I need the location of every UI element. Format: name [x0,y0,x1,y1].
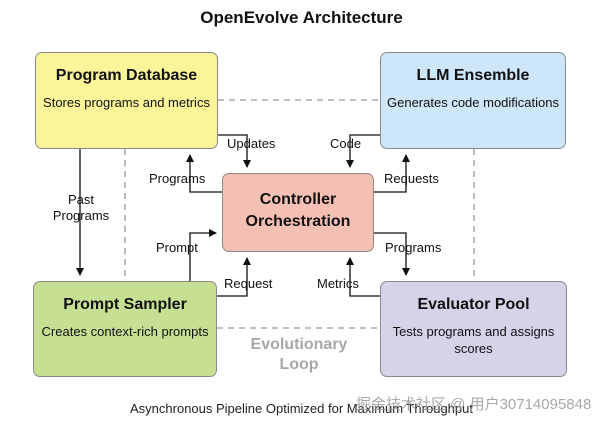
footer-caption: Asynchronous Pipeline Optimized for Maxi… [130,401,473,416]
evaluator-pool-title: Evaluator Pool [417,296,530,313]
edge-label-metrics: Metrics [317,276,359,291]
edge-label-code: Code [330,136,362,151]
llm-ensemble-desc: Generates code modifications [387,95,559,110]
evaluator-pool-box: Evaluator Pool Tests programs and assign… [380,281,567,377]
edge-label-request: Request [224,276,273,291]
diagram-title: OpenEvolve Architecture [200,8,403,27]
controller-box: Controller Orchestration [222,173,374,252]
watermark: 掘金技术社区 @ 用户30714095848 [356,396,592,413]
program-database-desc: Stores programs and metrics [43,95,210,110]
program-database-title: Program Database [55,67,198,84]
metrics-arrow [346,257,380,297]
requests-arrow [374,154,410,193]
edge-label-prompt: Prompt [156,240,198,255]
evolutionary-loop-label: Evolutionary Loop [250,336,348,373]
llm-ensemble-box: LLM Ensemble Generates code modification… [380,52,566,149]
updates-arrow [218,134,251,168]
programs-to-db-arrow [186,154,222,193]
evolutionary-loop-outline [124,99,475,329]
prompt-arrow [189,229,217,281]
edge-label-programs-eval: Programs [385,240,442,255]
edge-label-updates: Updates [227,136,276,151]
programs-to-eval-arrow [374,232,410,276]
prompt-sampler-desc: Creates context-rich prompts [41,324,209,339]
edge-label-past-programs: Past Programs [52,192,110,223]
prompt-sampler-box: Prompt Sampler Creates context-rich prom… [33,281,217,377]
evaluator-pool-desc: Tests programs and assigns scores [392,324,555,356]
prompt-sampler-title: Prompt Sampler [63,296,187,313]
request-arrow [217,257,251,297]
program-database-box: Program Database Stores programs and met… [35,52,218,149]
controller-title: Controller Orchestration [245,191,351,230]
edge-label-programs-db: Programs [149,171,206,186]
edge-label-requests: Requests [384,171,439,186]
llm-ensemble-title: LLM Ensemble [416,67,530,84]
code-arrow [346,134,380,168]
